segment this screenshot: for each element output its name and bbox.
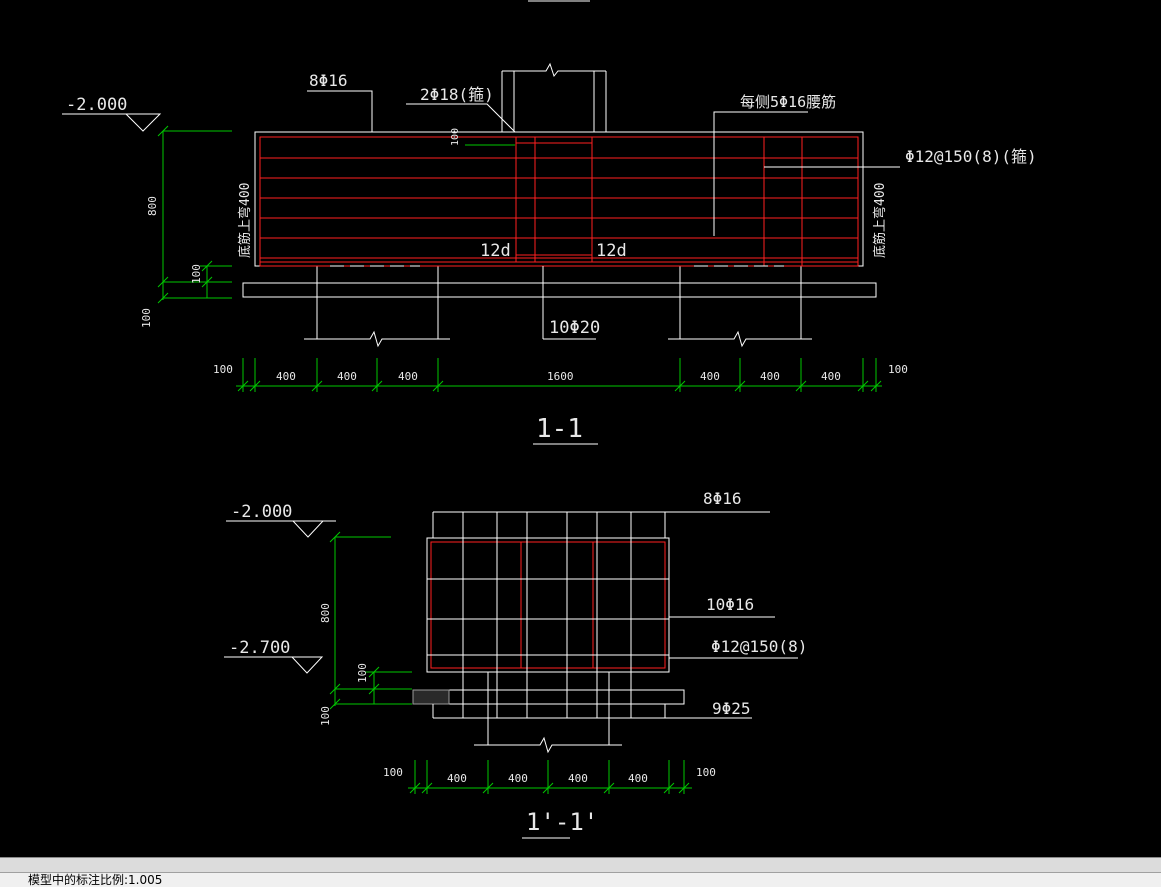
vertical-dims-1-1 [157,125,232,304]
label-stirrups: Φ12@150(8)(箍) [905,147,1037,166]
label-anchor-right: 12d [596,241,627,261]
hdim2-4: 400 [628,772,648,785]
rebar-cage-2 [430,541,666,669]
beam-outline-2 [426,537,670,673]
drawing-scroll-strip[interactable] [0,857,1161,872]
label-column-bars: 2Φ18(箍) [420,85,494,104]
label-left-note: 底筋上弯400 [237,183,253,258]
pile-right [668,266,812,348]
label-side-bars: 每侧5Φ16腰筋 [740,93,836,111]
hdim-1: 400 [276,370,296,383]
elevation-label: -2.000 [66,95,127,115]
elevation-marker-bottom: -2.700 [224,638,324,674]
label-stirrups-2: Φ12@150(8) [711,637,807,656]
elevation-top-label: -2.000 [231,502,292,522]
label-top-bars: 8Φ16 [309,71,348,90]
section-1-1: -2.000 [62,62,1037,445]
label-bottom-bars-2: 9Φ25 [712,699,751,718]
leaders-2 [665,511,798,719]
leaders-1-1 [307,90,900,340]
elevation-marker: -2.000 [62,95,162,132]
section-title-1p-1p: 1'-1' [526,808,598,836]
hdim-6: 400 [760,370,780,383]
hdim2-3: 400 [568,772,588,785]
dim-800: 800 [146,196,159,216]
vertical-dims-2 [329,531,412,710]
rebar-cage [259,136,859,267]
label-top-bars-2: 8Φ16 [703,489,742,508]
hdim2-2: 400 [508,772,528,785]
status-bar: 模型中的标注比例:1.005 [0,872,1161,887]
section-1p-1p: -2.000 -2.700 [224,489,807,839]
label-bottom-bars: 10Φ20 [549,318,600,338]
hdim-4: 1600 [547,370,574,383]
hdim2-1: 400 [447,772,467,785]
pile-2 [474,672,622,754]
dim-100-a-2: 100 [356,663,369,683]
hdim-8: 100 [888,363,908,376]
hatch-patch [412,689,450,705]
horizontal-dims-1-1 [236,358,882,392]
hdim-5: 400 [700,370,720,383]
hdim2-0: 100 [383,766,403,779]
rebar-dashes [330,150,784,267]
dim-800-2: 800 [319,603,332,623]
label-right-note: 底筋上弯400 [872,183,888,258]
hdim-2: 400 [337,370,357,383]
beam-outline [254,131,864,267]
hdim-3: 400 [398,370,418,383]
grid-lines-2 [427,512,669,718]
dim-100-b: 100 [140,308,153,328]
pile-left [304,266,450,348]
elevation-bottom-label: -2.700 [229,638,290,658]
dim-100-a: 100 [190,264,203,284]
dim-100-b-2: 100 [319,706,332,726]
label-anchor-left: 12d [480,241,511,261]
base-slab [242,282,877,298]
column-stub [501,62,607,132]
base-slab-2 [414,689,685,705]
label-inner-100: 100 [450,128,461,146]
label-mid-bars-2: 10Φ16 [706,595,754,614]
section-title-1-1: 1-1 [536,414,583,444]
hdim-7: 400 [821,370,841,383]
elevation-marker-top: -2.000 [226,502,336,538]
cad-drawing-canvas[interactable]: -2.000 [0,0,1161,857]
hdim2-5: 100 [696,766,716,779]
horizontal-dims-2 [408,760,692,794]
status-bar-text: 模型中的标注比例:1.005 [28,873,163,887]
hdim-0: 100 [213,363,233,376]
